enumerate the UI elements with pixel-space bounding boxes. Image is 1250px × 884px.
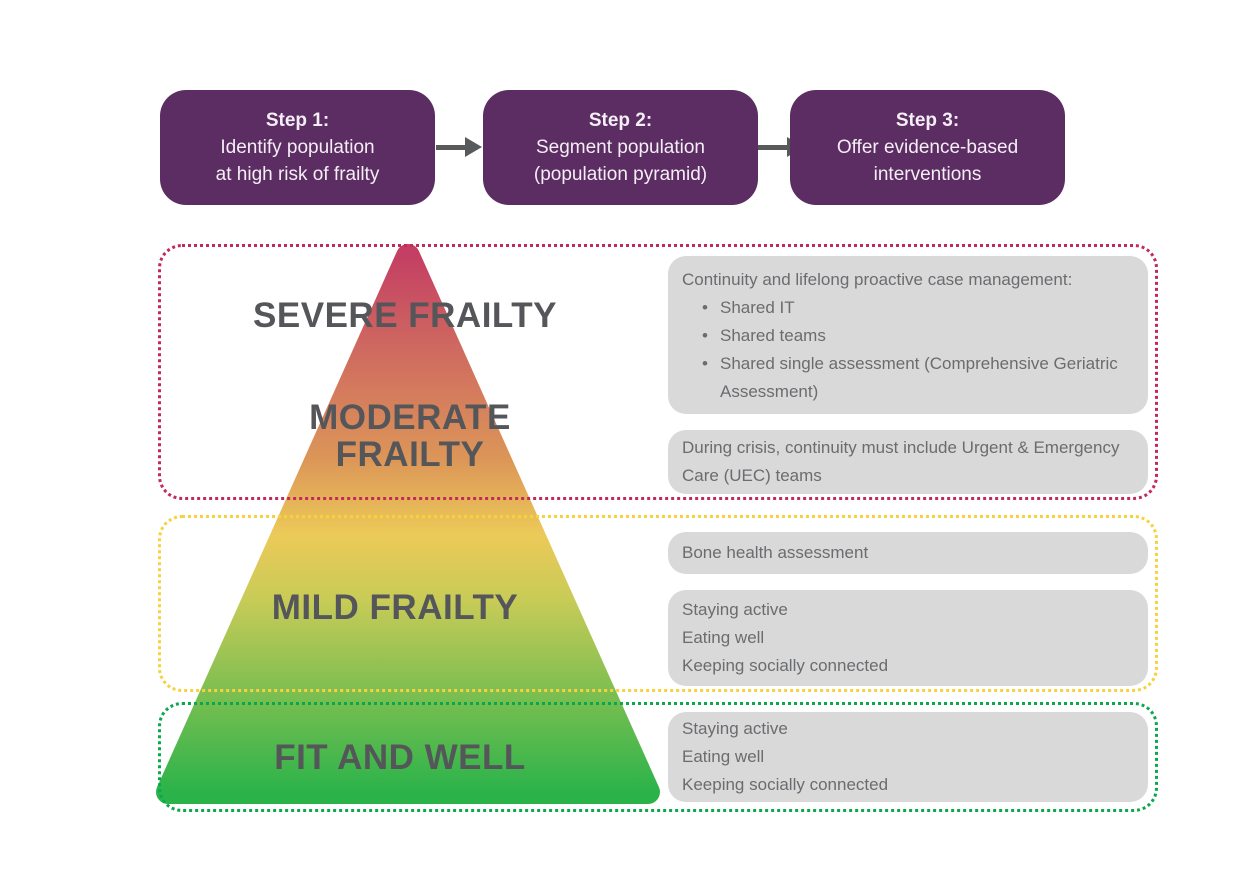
arrow-right-icon xyxy=(436,137,482,157)
list-item: Shared single assessment (Comprehensive … xyxy=(682,350,1134,406)
severe-interventions-list: Shared IT Shared teams Shared single ass… xyxy=(682,294,1134,406)
step-2-title: Step 2: xyxy=(588,110,653,131)
mild-frame xyxy=(158,515,1158,692)
mild-lifestyle-box: Staying active Eating well Keeping socia… xyxy=(668,590,1148,686)
step-3-line2: interventions xyxy=(873,164,982,185)
step-2-line2: (population pyramid) xyxy=(533,164,708,185)
step-2-box: Step 2: Segment population (population p… xyxy=(483,90,758,205)
severe-frailty-label: SEVERE FRAILTY xyxy=(253,296,557,335)
list-item: Keeping socially connected xyxy=(682,775,889,794)
list-item: Keeping socially connected xyxy=(682,656,889,675)
arrow-shaft xyxy=(758,144,787,150)
moderate-frailty-line2: FRAILTY xyxy=(335,435,485,474)
list-item: Shared teams xyxy=(682,322,1134,350)
step-3-line1: Offer evidence-based xyxy=(836,137,1019,158)
severe-moderate-frame xyxy=(158,244,1158,500)
arrow-head xyxy=(465,137,482,157)
pyramid-shape xyxy=(156,244,660,804)
list-item: Staying active xyxy=(682,600,788,619)
moderate-frailty-line1: MODERATE xyxy=(309,398,511,437)
mild-frailty-label: MILD FRAILTY xyxy=(271,588,519,627)
arrow-shaft xyxy=(436,144,465,150)
step-1-box: Step 1: Identify population at high risk… xyxy=(160,90,435,205)
step-1-title: Step 1: xyxy=(265,110,330,131)
frailty-pyramid xyxy=(156,244,660,804)
list-item: Staying active xyxy=(682,719,788,738)
step-1-line2: at high risk of frailty xyxy=(215,164,380,185)
bone-health-text: Bone health assessment xyxy=(682,543,869,562)
fit-lifestyle-box: Staying active Eating well Keeping socia… xyxy=(668,712,1148,802)
step-1-line1: Identify population xyxy=(220,137,375,158)
severe-interventions-box: Continuity and lifelong proactive case m… xyxy=(668,256,1148,414)
list-item: Shared IT xyxy=(682,294,1134,322)
list-item: Eating well xyxy=(682,747,765,766)
fit-and-well-label: FIT AND WELL xyxy=(274,738,526,777)
crisis-continuity-text: During crisis, continuity must include U… xyxy=(682,438,1120,485)
step-3-box: Step 3: Offer evidence-based interventio… xyxy=(790,90,1065,205)
step-3-title: Step 3: xyxy=(895,110,960,131)
severe-interventions-title: Continuity and lifelong proactive case m… xyxy=(682,270,1073,289)
crisis-continuity-box: During crisis, continuity must include U… xyxy=(668,430,1148,494)
fit-frame xyxy=(158,702,1158,812)
moderate-frailty-label: MODERATE FRAILTY xyxy=(160,399,660,473)
step-2-line1: Segment population xyxy=(535,137,705,158)
list-item: Eating well xyxy=(682,628,765,647)
bone-health-box: Bone health assessment xyxy=(668,532,1148,574)
